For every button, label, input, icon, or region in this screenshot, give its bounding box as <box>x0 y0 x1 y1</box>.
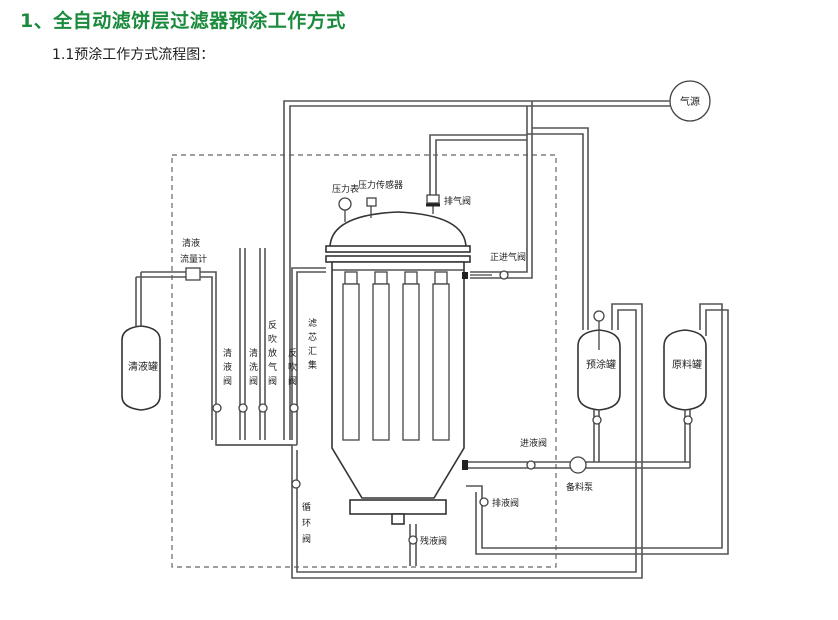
wash-valve: 清 洗 阀 <box>238 347 258 413</box>
bbv-l2: 吹 <box>268 333 277 345</box>
filter-elements <box>342 271 450 441</box>
pressure-gauge-label: 压力表 <box>332 183 359 195</box>
clear-liquid-tank: 清液罐 <box>121 272 161 411</box>
air-source: 气源 <box>669 80 711 122</box>
bbv-l1: 反 <box>268 320 277 331</box>
feed-pump: 备料泵 <box>566 456 593 493</box>
cv-l1: 循 <box>302 501 311 513</box>
fm-l1: 滤 <box>308 317 317 329</box>
filter-manifold-label: 滤 芯 汇 集 <box>308 317 317 371</box>
clear-liquid-valve-l2: 液 <box>223 361 232 373</box>
residue-valve-label: 残液阀 <box>420 535 447 547</box>
precoat-outlet-valve <box>592 415 602 425</box>
pressure-gauge: 压力表 <box>332 183 359 222</box>
positive-air-valve: 正进气阀 <box>462 251 526 280</box>
pressure-sensor-label: 压力传感器 <box>358 179 403 191</box>
flowmeter-label-2: 流量计 <box>180 253 207 265</box>
residue-valve: 残液阀 <box>408 535 447 547</box>
bb-l2: 吹 <box>288 361 297 373</box>
pressure-sensor: 压力传感器 <box>358 179 403 218</box>
vent-valve: 排气阀 <box>426 194 471 214</box>
fm-l2: 芯 <box>308 331 317 343</box>
fm-l4: 集 <box>308 359 317 371</box>
backblow-valve: 反 吹 阀 <box>288 348 299 413</box>
wash-valve-l1: 清 <box>249 347 258 359</box>
wash-valve-l2: 洗 <box>249 361 258 373</box>
drain-valve: 排液阀 <box>479 497 519 509</box>
bb-l1: 反 <box>288 348 297 359</box>
clear-liquid-tank-label: 清液罐 <box>128 360 158 373</box>
vent-valve-label: 排气阀 <box>444 195 471 207</box>
bbv-l3: 放 <box>268 347 277 359</box>
feed-pump-label: 备料泵 <box>566 481 593 493</box>
bbv-l5: 阀 <box>268 376 277 387</box>
inlet-valve-label: 进液阀 <box>520 437 547 449</box>
wash-valve-l3: 阀 <box>249 376 258 387</box>
clear-liquid-valve: 清 液 阀 <box>212 347 232 413</box>
clear-liquid-valve-l3: 阀 <box>223 376 232 387</box>
drain-valve-label: 排液阀 <box>492 497 519 509</box>
clear-liquid-flowmeter: 清液 流量计 <box>180 237 207 281</box>
bb-l3: 阀 <box>288 376 297 387</box>
raw-material-tank: 原料罐 <box>663 329 707 411</box>
inlet-valve: 进液阀 <box>520 437 547 470</box>
flowmeter-label-1: 清液 <box>182 237 200 249</box>
air-header-pipe <box>289 105 670 440</box>
air-source-label: 气源 <box>680 95 700 108</box>
fm-l3: 汇 <box>308 346 317 357</box>
positive-air-valve-label: 正进气阀 <box>490 251 526 263</box>
cv-l2: 环 <box>302 518 311 529</box>
system-boundary <box>171 154 557 568</box>
clear-liquid-valve-l1: 清 <box>223 347 232 359</box>
diagram-subtitle: 1.1预涂工作方式流程图： <box>52 47 215 63</box>
filter-vessel <box>325 211 471 525</box>
cv-l3: 阀 <box>302 534 311 545</box>
backblow-vent-valve: 反 吹 放 气 阀 <box>258 320 277 413</box>
raw-outlet-valve <box>683 415 693 425</box>
precoat-tank: 预涂罐 <box>577 310 621 411</box>
raw-material-tank-label: 原料罐 <box>672 358 702 371</box>
precoat-tank-label: 预涂罐 <box>586 358 616 371</box>
circulation-valve: 循 环 阀 <box>291 479 311 545</box>
bbv-l4: 气 <box>268 361 277 373</box>
page-title: 1、全自动滤饼层过滤器预涂工作方式 <box>20 10 346 32</box>
